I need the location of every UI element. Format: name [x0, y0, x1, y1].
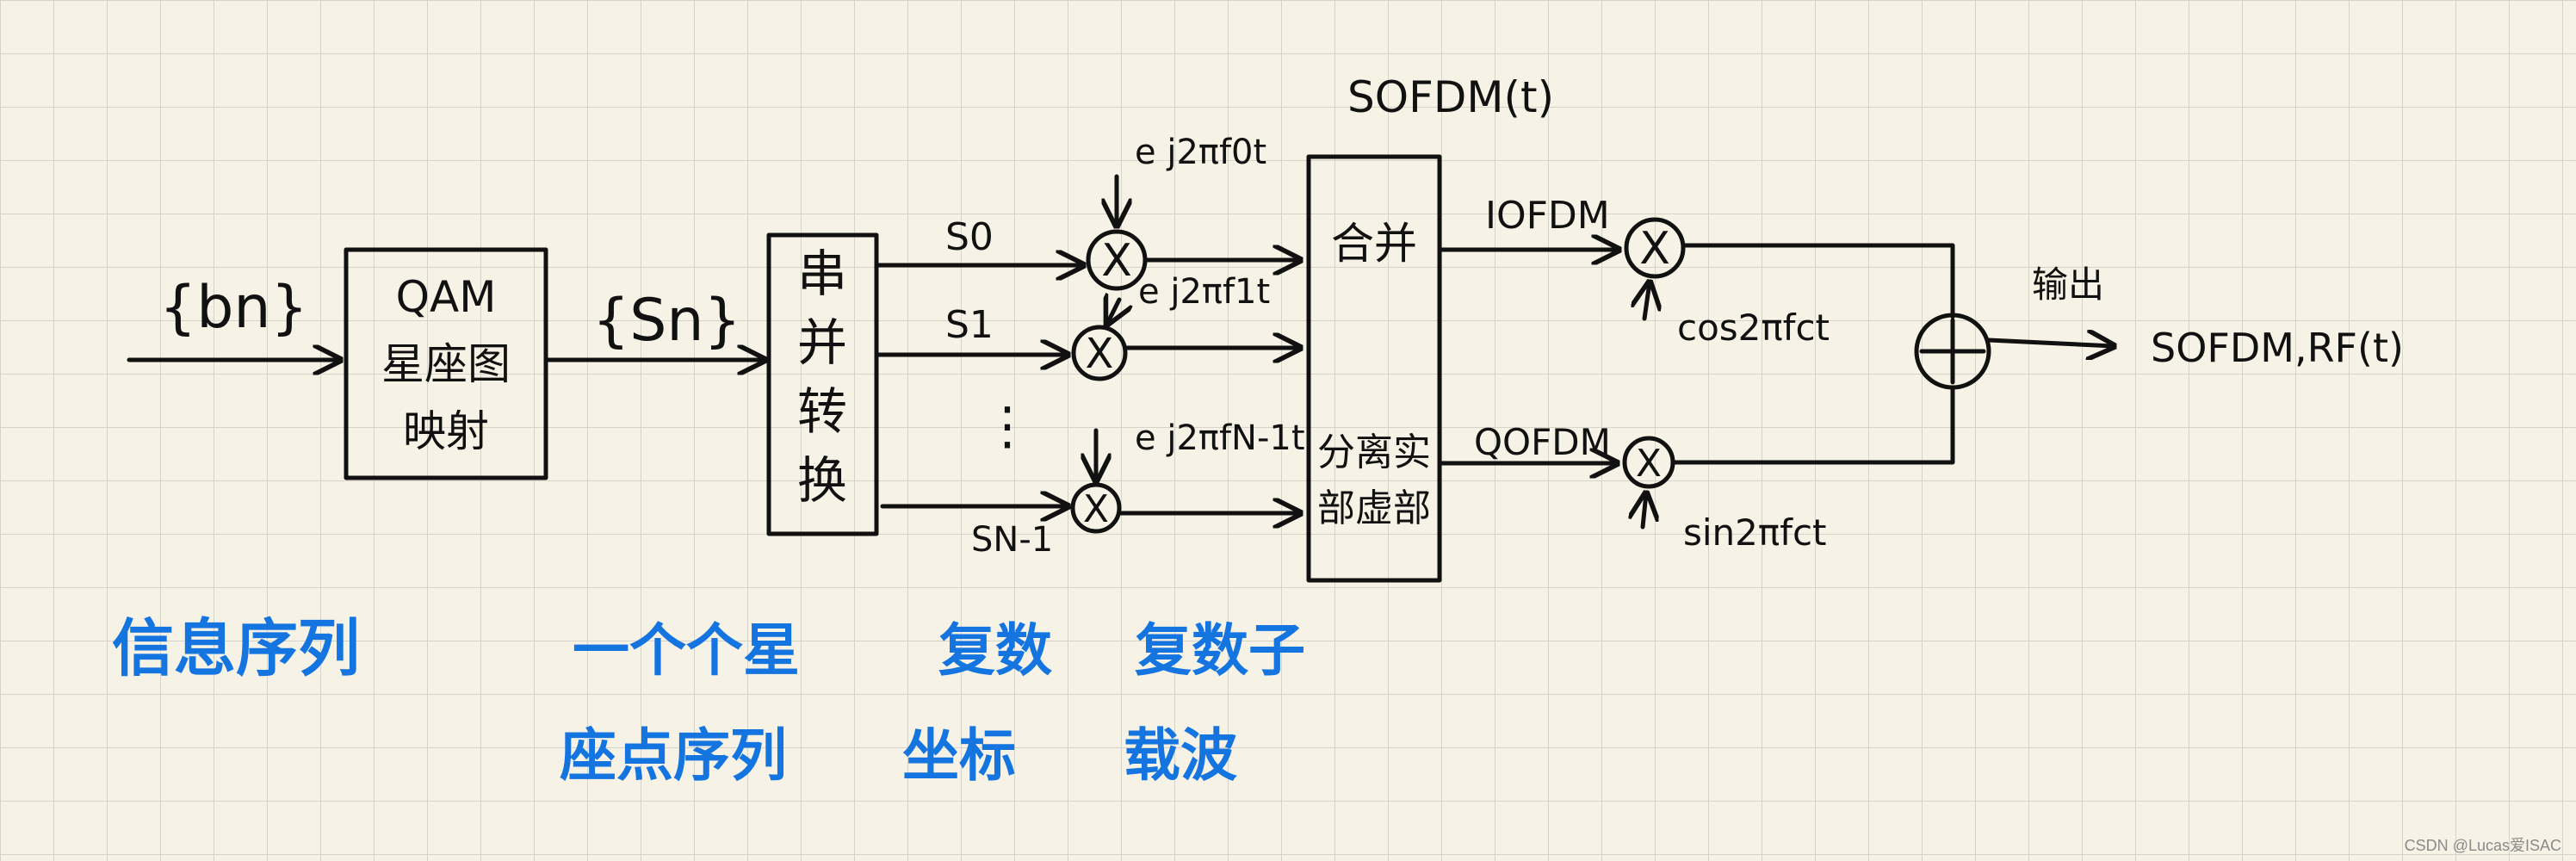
annotation-constellation-line2: 座点序列 — [560, 722, 787, 789]
adder-plus — [1919, 318, 1986, 385]
q-path-label: QOFDM — [1474, 421, 1611, 463]
annotation-constellation-line1: 一个个星 — [573, 617, 800, 684]
cos-label: cos2πfct — [1677, 307, 1830, 349]
cos-arrow — [1644, 282, 1650, 321]
sp-block-char3: 转 — [797, 382, 847, 441]
split-label-line2: 部虚部 — [1317, 486, 1431, 530]
symbol-sequence-label: {Sn} — [592, 287, 741, 355]
i-path-label: IOFDM — [1485, 194, 1610, 238]
branch-0-label: S0 — [945, 215, 994, 259]
annotation-complex-line2: 坐标 — [902, 722, 1016, 789]
qam-block-line2: 星座图 — [381, 339, 511, 389]
sp-block-char1: 串 — [797, 245, 847, 303]
q-mixer-symbol: X — [1636, 442, 1662, 486]
carrier-1-arrow — [1107, 300, 1119, 324]
carrier-0-label: e j2πf0t — [1135, 133, 1266, 172]
qam-block — [344, 247, 548, 480]
i-mixer-symbol: X — [1639, 223, 1670, 275]
qam-block-line3: 映射 — [403, 406, 489, 456]
mixer-1-symbol: X — [1086, 330, 1114, 378]
mixer-n-1-symbol: X — [1083, 487, 1109, 531]
annotation-info-sequence: 信息序列 — [112, 612, 360, 684]
branch-1-label: S1 — [945, 303, 994, 347]
branch-n-1-label: SN-1 — [971, 520, 1053, 560]
serial-parallel-block — [766, 232, 879, 536]
branch-ellipsis: ⋮ — [981, 396, 1033, 456]
combine-label: 合并 — [1331, 219, 1417, 269]
annotation-subcarrier-line2: 载波 — [1124, 722, 1237, 789]
i-mixer-out — [1681, 243, 1955, 319]
sin-arrow — [1643, 493, 1646, 530]
mixer-1 — [1071, 325, 1128, 381]
adder — [1914, 313, 1991, 390]
sin-label: sin2πfct — [1683, 511, 1827, 554]
sp-block-char2: 并 — [797, 313, 847, 372]
input-label: {bn} — [159, 274, 308, 342]
output-arrow — [1986, 340, 2114, 346]
combine-split-block — [1306, 154, 1442, 583]
mixer-0-symbol: X — [1101, 235, 1132, 287]
i-mixer — [1624, 217, 1686, 279]
sp-block-char4: 换 — [797, 451, 847, 510]
qam-block-line1: QAM — [396, 272, 497, 322]
rf-signal-label: SOFDM,RF(t) — [2151, 325, 2404, 371]
carrier-n-1-label: e j2πfN-1t — [1135, 418, 1305, 458]
mixer-n-1 — [1070, 482, 1122, 534]
watermark: CSDN @Lucas爱ISAC — [2405, 837, 2561, 854]
output-label: 输出 — [2032, 263, 2104, 306]
ofdm-signal-label: SOFDM(t) — [1347, 72, 1554, 122]
annotation-subcarrier-line1: 复数子 — [1135, 617, 1305, 684]
q-mixer-out — [1670, 385, 1955, 465]
split-label-line1: 分离实 — [1317, 430, 1431, 474]
carrier-1-label: e j2πf1t — [1138, 272, 1270, 312]
annotation-complex-line1: 复数 — [938, 617, 1052, 684]
